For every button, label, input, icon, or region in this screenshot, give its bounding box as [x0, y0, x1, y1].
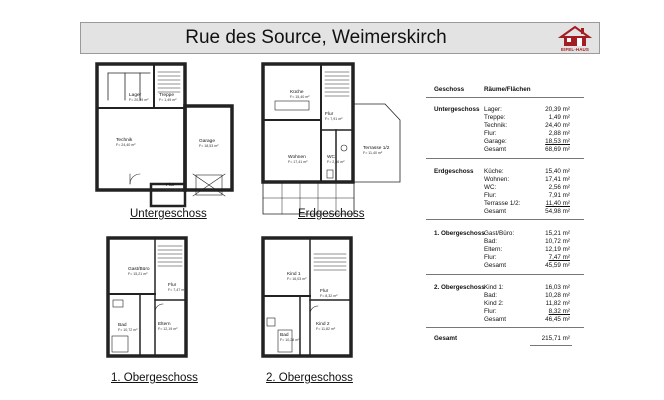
row-name-total: Gesamt [484, 316, 507, 323]
divider [426, 327, 584, 328]
section-2-obergeschoss: 2. Obergeschoss [434, 284, 485, 291]
row-name: Terrasse 1/2: [484, 200, 521, 207]
row-name: Flur: [484, 308, 497, 315]
house-logo-icon [557, 25, 593, 46]
section-erdgeschoss: Erdgeschoss [434, 168, 474, 175]
row-name: Technik: [484, 122, 508, 129]
floor-label-1-obergeschoss: 1. Obergeschoss [111, 372, 198, 384]
row-value: 11,40 m² [545, 200, 570, 207]
section-1-obergeschoss: 1. Obergeschoss [434, 230, 485, 237]
row-value: 2,56 m² [548, 184, 570, 191]
row-name-total: Gesamt [484, 208, 507, 215]
divider [426, 274, 584, 275]
row-value: 24,40 m² [545, 122, 570, 129]
divider [426, 219, 584, 220]
row-name: Flur: [484, 254, 497, 261]
row-name: Küche: [484, 168, 504, 175]
row-name: Flur: [484, 192, 497, 199]
row-name: Gast/Büro: [484, 230, 515, 237]
row-value: 8,32 m² [548, 308, 570, 315]
row-value-total: 45,59 m² [545, 262, 570, 269]
row-value: 10,28 m² [545, 292, 570, 299]
logo-text: EIFEL-HAUS [561, 47, 589, 52]
row-name: Eltern: [484, 246, 503, 253]
row-value-total: 46,45 m² [545, 316, 570, 323]
table-header-raeume: Räume/Flächen [484, 86, 531, 93]
row-value: 15,21 m² [545, 230, 570, 237]
row-value: 12,19 m² [545, 246, 570, 253]
row-name-total: Gesamt [484, 146, 507, 153]
grand-total-value: 215,71 m² [541, 335, 570, 342]
table-header-geschoss: Geschoss [434, 86, 465, 93]
row-value: 1,49 m² [548, 114, 570, 121]
row-value-total: 68,69 m² [545, 146, 570, 153]
divider [426, 97, 584, 98]
divider [530, 345, 572, 346]
plan-untergeschoss [95, 62, 234, 208]
plan-1-obergeschoss [106, 236, 188, 358]
row-name: Bad: [484, 238, 497, 245]
title-bar: Rue des Source, Weimerskirch EIFEL-HAUS [80, 22, 600, 54]
row-name: Kind 2: [484, 300, 504, 307]
row-value: 17,41 m² [545, 176, 570, 183]
row-name: Flur: [484, 130, 497, 137]
plan-2-obergeschoss [261, 236, 353, 358]
floor-label-2-obergeschoss: 2. Obergeschoss [266, 372, 353, 384]
row-name: Treppe: [484, 114, 506, 121]
row-value: 16,03 m² [545, 284, 570, 291]
row-value: 7,91 m² [548, 192, 570, 199]
row-name: Kind 1: [484, 284, 504, 291]
row-name: Lager: [484, 106, 502, 113]
plan-erdgeschoss [261, 62, 401, 215]
row-name: WC: [484, 184, 497, 191]
row-name: Wohnen: [484, 176, 510, 183]
row-value: 2,88 m² [548, 130, 570, 137]
row-name-total: Gesamt [484, 262, 507, 269]
company-logo: EIFEL-HAUS [557, 25, 593, 52]
divider [426, 158, 584, 159]
row-value: 15,40 m² [545, 168, 570, 175]
page-title: Rue des Source, Weimerskirch [185, 27, 447, 48]
section-untergeschoss: Untergeschoss [434, 106, 480, 113]
row-value: 10,72 m² [545, 238, 570, 245]
floor-label-erdgeschoss: Erdgeschoss [298, 208, 365, 220]
row-value: 20,39 m² [545, 106, 570, 113]
row-value: 11,82 m² [545, 300, 570, 307]
row-name: Bad: [484, 292, 497, 299]
floor-label-untergeschoss: Untergeschoss [130, 208, 207, 220]
row-value: 18,53 m² [545, 138, 570, 145]
row-value: 7,47 m² [548, 254, 570, 261]
row-value-total: 54,98 m² [545, 208, 570, 215]
grand-total-label: Gesamt [434, 335, 458, 342]
row-name: Garage: [484, 138, 507, 145]
